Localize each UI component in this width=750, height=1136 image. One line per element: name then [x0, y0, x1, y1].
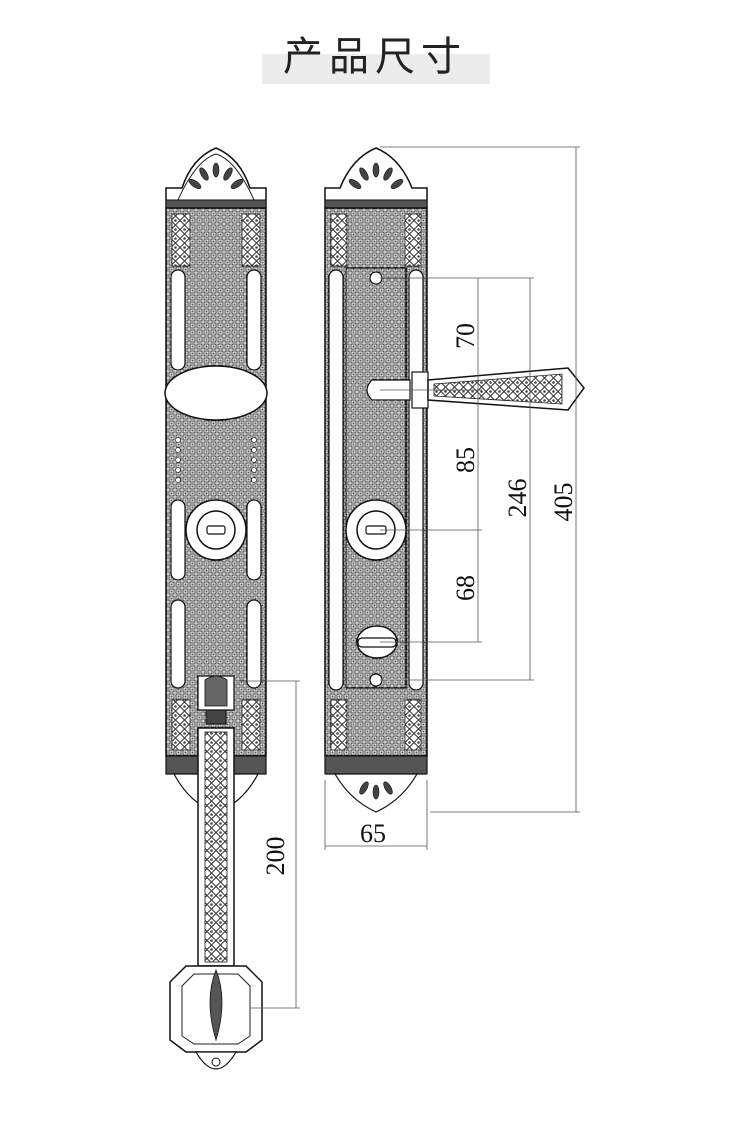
back-top-crown: [324, 147, 428, 209]
title-area: 产品尺寸: [0, 0, 750, 100]
back-lock-view: [324, 147, 585, 813]
front-lock-view: [164, 147, 268, 1070]
front-key-cylinder: [185, 499, 247, 561]
dim-middle-spacing: 85: [451, 447, 480, 473]
back-lever-handle: [411, 367, 585, 411]
dim-lower-spacing: 68: [451, 575, 480, 601]
title-underline-band: [262, 54, 490, 84]
dim-handle-length: 200: [261, 837, 290, 876]
front-pull-handle: [169, 675, 263, 1070]
front-oval-plate: [164, 365, 268, 421]
page-title: 产品尺寸: [283, 34, 467, 80]
dim-upper-spacing: 70: [451, 323, 480, 349]
dim-hole-span: 246: [503, 479, 532, 518]
dim-plate-width: 65: [360, 819, 386, 848]
dimension-labels: 70 85 68 246 405 65 200: [261, 323, 578, 876]
front-top-crown: [165, 147, 267, 209]
dimension-lines: [240, 146, 580, 1009]
dim-plate-height: 405: [549, 483, 578, 522]
